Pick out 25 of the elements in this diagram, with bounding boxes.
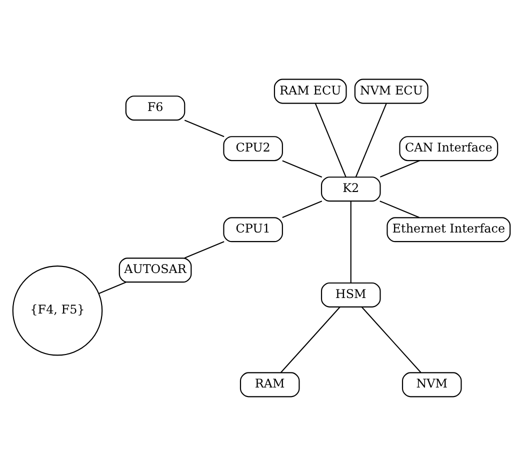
node-box: CAN Interface (399, 136, 498, 162)
connector (98, 282, 126, 294)
connector (380, 200, 420, 218)
connector (282, 200, 322, 218)
node-box: AUTOSAR (118, 258, 192, 283)
node-box: K2 (320, 176, 381, 202)
connector (184, 120, 224, 138)
node-box: HSM (320, 282, 381, 308)
node-box: F6 (125, 96, 186, 121)
connector (282, 160, 322, 178)
node-box: NVM ECU (354, 78, 428, 104)
connector (355, 103, 387, 178)
connector (350, 201, 352, 283)
connector (314, 103, 346, 178)
connector (280, 306, 340, 373)
connector (184, 241, 224, 258)
node-box: RAM ECU (274, 78, 347, 104)
connector (361, 306, 422, 373)
node-circle: {F4, F5} (12, 265, 103, 356)
node-box: NVM (402, 372, 462, 398)
node-box: CPU2 (223, 136, 283, 162)
node-box: CPU1 (223, 217, 283, 242)
node-box: RAM (240, 372, 300, 398)
node-box: Ethernet Interface (386, 217, 511, 242)
connector (380, 160, 420, 178)
